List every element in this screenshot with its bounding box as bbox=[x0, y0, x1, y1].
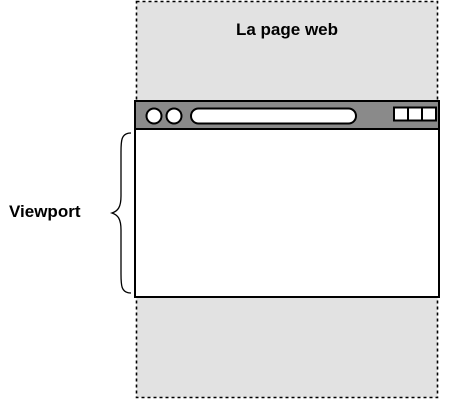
page-title: La page web bbox=[235, 20, 339, 39]
address-bar-icon bbox=[190, 107, 357, 125]
circle-button-icon bbox=[165, 107, 183, 125]
window-control-icon bbox=[393, 106, 437, 122]
curly-brace-icon bbox=[109, 132, 132, 294]
circle-button-icon bbox=[145, 107, 163, 125]
viewport-area bbox=[134, 128, 440, 298]
viewport-label: Viewport bbox=[9, 202, 81, 221]
browser-window bbox=[134, 100, 440, 298]
